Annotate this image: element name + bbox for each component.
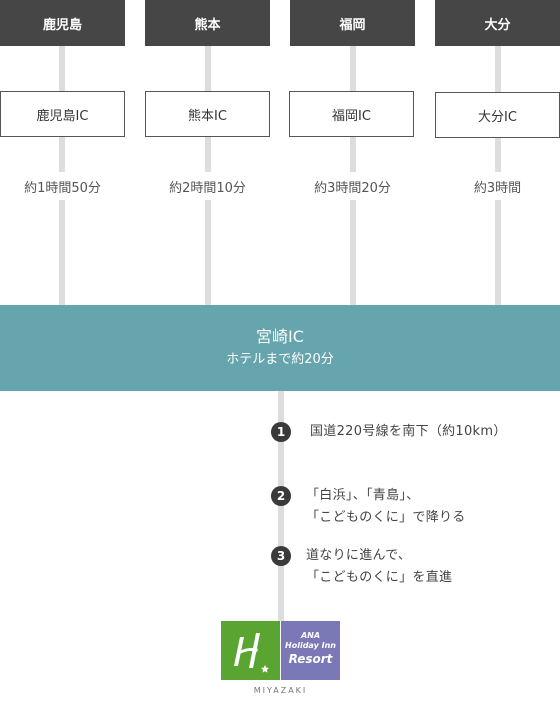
logo-line-resort: Resort (288, 652, 333, 666)
travel-time-fukuoka: 約3時間20分 (290, 172, 415, 200)
logo-line-holiday-inn: Holiday Inn (285, 641, 336, 650)
step-text-2: 「白浜」、「青島」、 「こどものくに」で降りる (306, 488, 466, 525)
travel-time-kagoshima: 約1時間50分 (0, 172, 125, 200)
miyazaki-ic-band: 宮崎IC ホテルまで約20分 (0, 305, 560, 391)
junction-subtitle: ホテルまで約20分 (226, 352, 334, 367)
city-header-oita: 大分 (435, 0, 560, 46)
step-number-1: 1 (271, 422, 291, 442)
ic-box-oita: 大分IC (435, 92, 560, 138)
junction-title: 宮崎IC (256, 327, 304, 346)
ic-box-fukuoka: 福岡IC (289, 91, 414, 137)
ic-box-kagoshima: 鹿児島IC (0, 91, 125, 137)
logo-line-ana: ANA (300, 631, 321, 640)
city-header-fukuoka: 福岡 (290, 0, 415, 46)
h-mark-icon (234, 633, 269, 673)
ic-box-kumamoto: 熊本IC (145, 91, 270, 137)
city-header-kumamoto: 熊本 (145, 0, 270, 46)
travel-time-oita: 約3時間 (435, 172, 560, 200)
route-line-hotel (278, 391, 284, 621)
logo-caption-miyazaki: MIYAZAKI (253, 686, 308, 695)
step-text-3: 道なりに進んで、 「こどものくに」を直進 (306, 548, 453, 585)
travel-time-kumamoto: 約2時間10分 (145, 172, 270, 200)
city-header-kagoshima: 鹿児島 (0, 0, 125, 46)
step-text-1: 国道220号線を南下（約10km） (310, 424, 507, 439)
holiday-inn-h-logo-icon (221, 621, 280, 680)
ana-holiday-inn-resort-logo: ANA Holiday Inn Resort (281, 621, 340, 680)
step-number-3: 3 (271, 546, 291, 566)
step-number-2: 2 (271, 486, 291, 506)
